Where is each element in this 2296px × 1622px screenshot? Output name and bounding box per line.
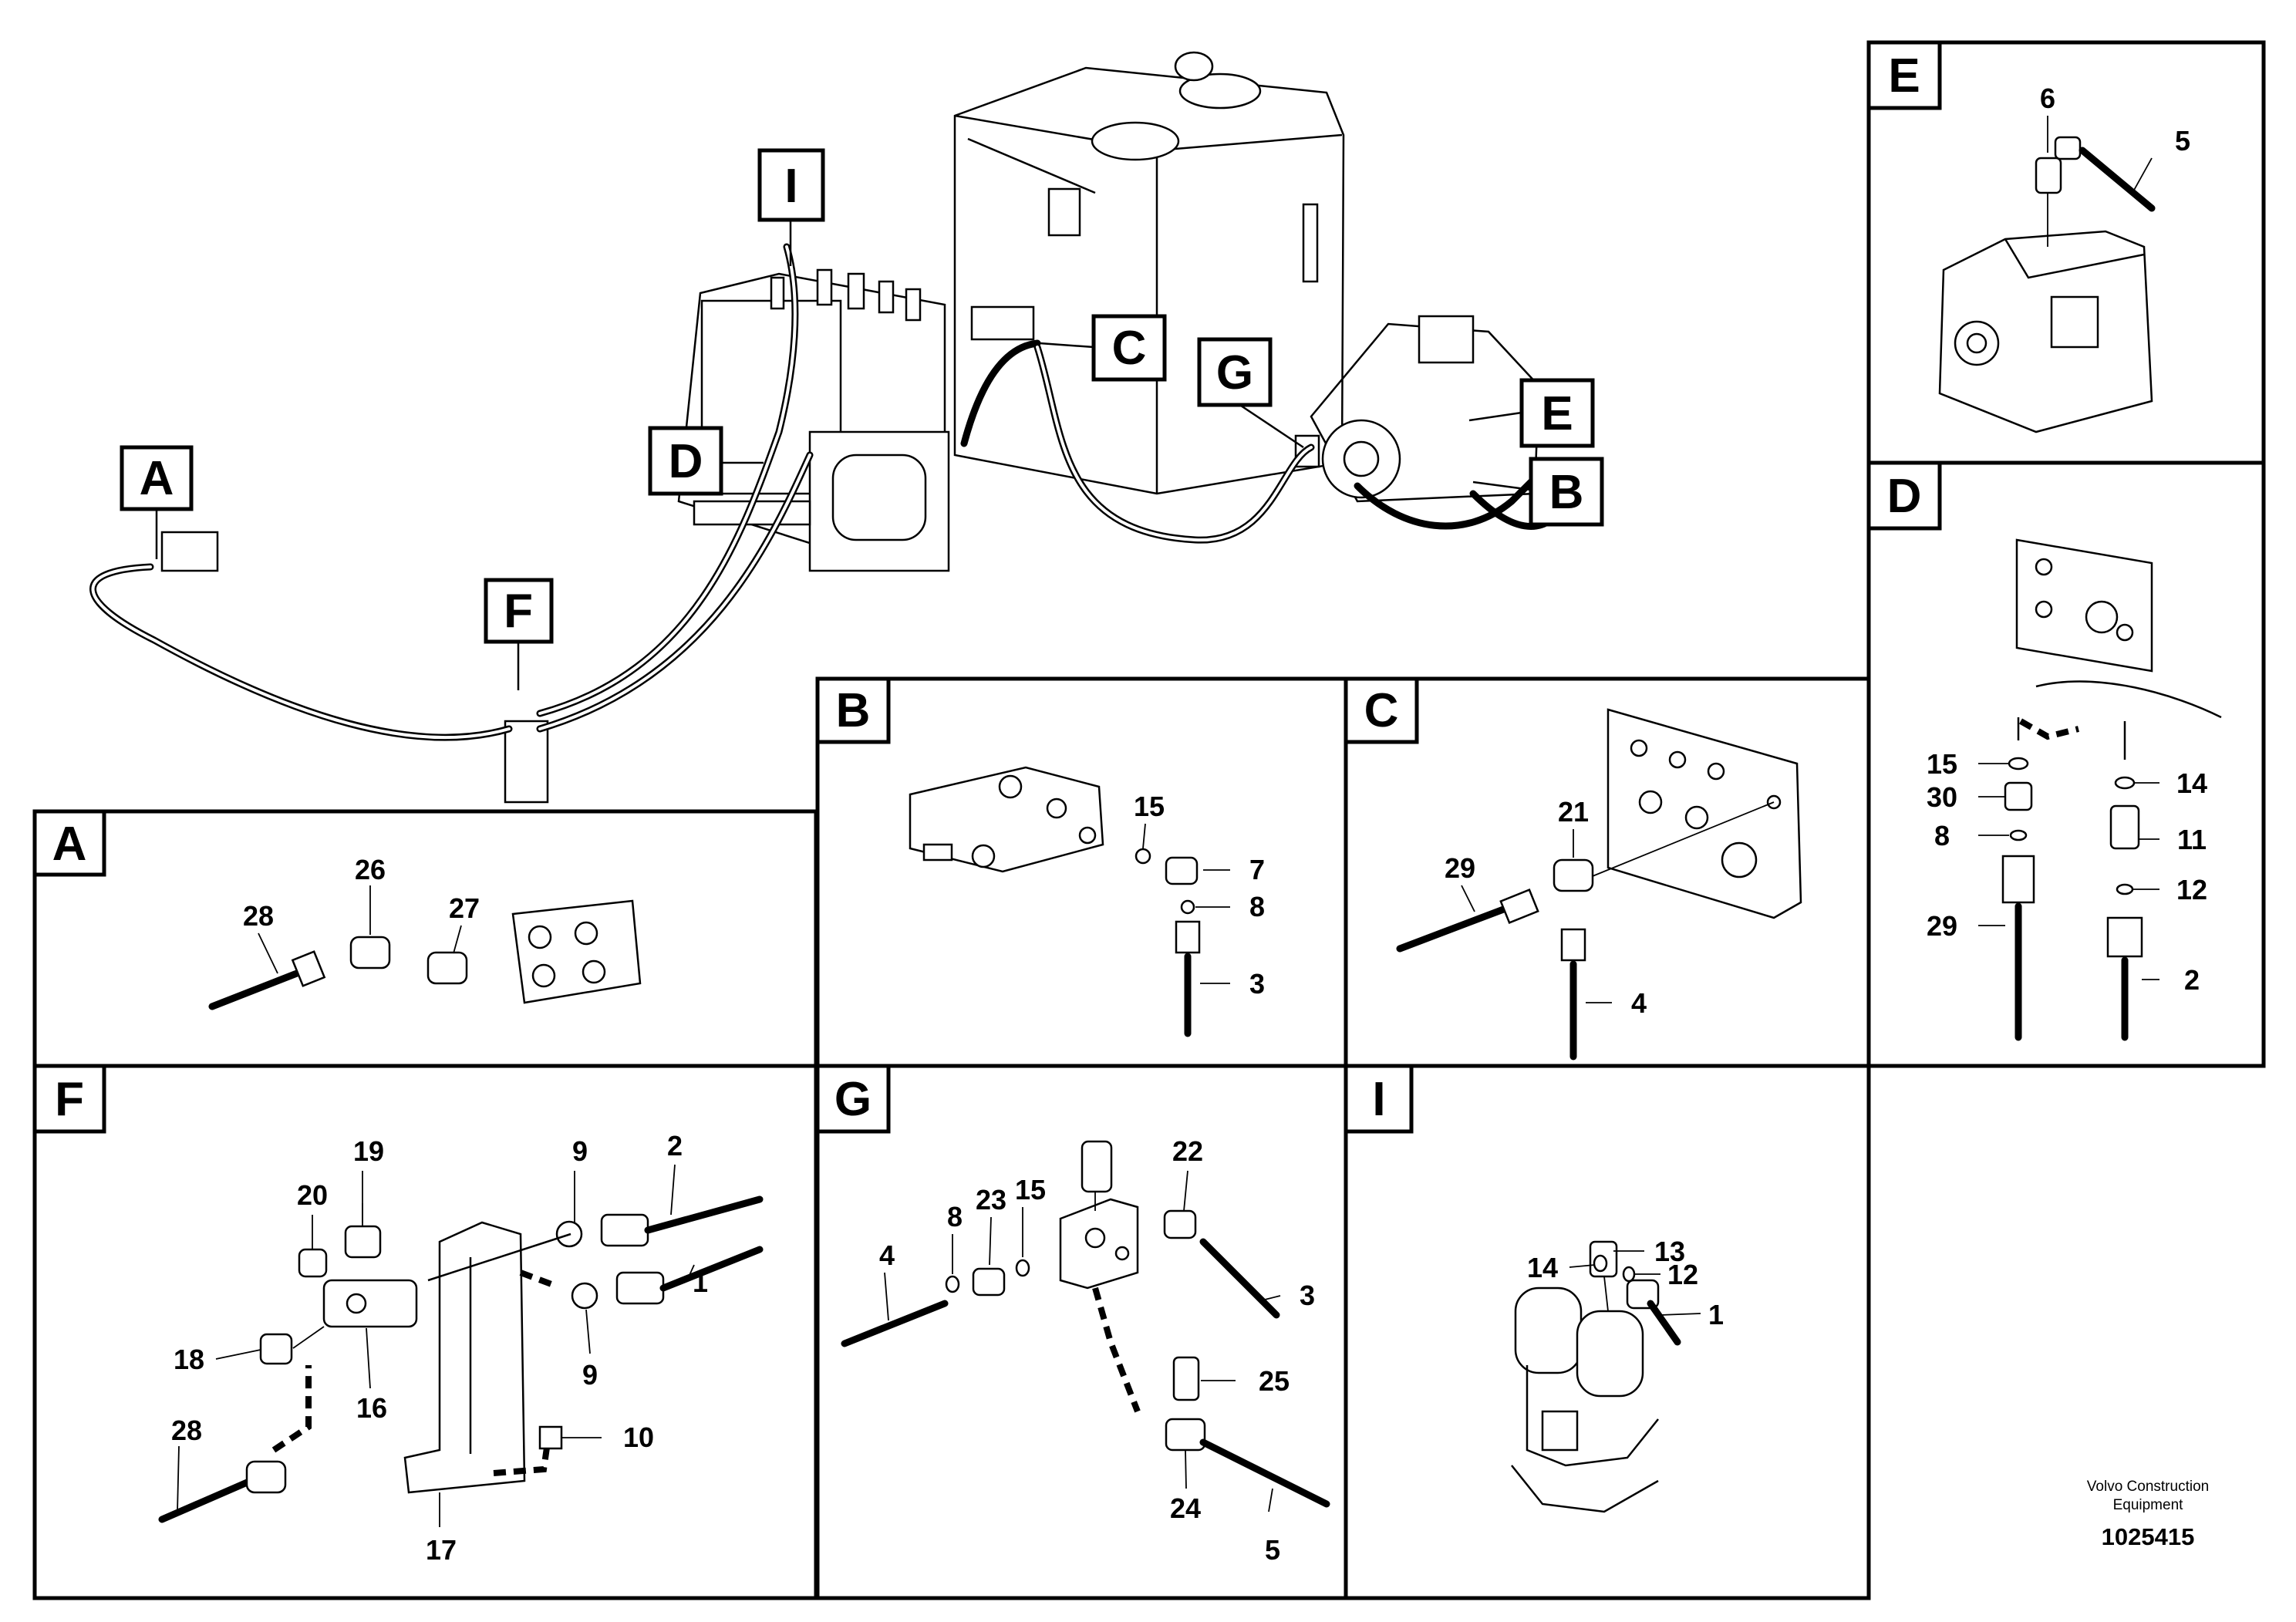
hose-bracket bbox=[504, 720, 549, 804]
svg-text:A: A bbox=[140, 452, 174, 505]
svg-text:2: 2 bbox=[2184, 964, 2200, 996]
overview-callout-D[interactable]: D bbox=[648, 426, 723, 496]
control-valve-block bbox=[677, 268, 950, 572]
svg-text:13: 13 bbox=[1654, 1236, 1685, 1267]
overview-callout-C[interactable]: C bbox=[1091, 314, 1167, 382]
main-pump bbox=[1294, 315, 1540, 503]
svg-text:D: D bbox=[1887, 470, 1922, 523]
svg-text:19: 19 bbox=[353, 1135, 384, 1167]
svg-text:1: 1 bbox=[693, 1266, 708, 1298]
detail-panel-A: A 26 27 28 bbox=[32, 809, 818, 1068]
svg-text:15: 15 bbox=[1927, 748, 1957, 780]
svg-text:7: 7 bbox=[1249, 854, 1265, 885]
svg-text:22: 22 bbox=[1172, 1135, 1203, 1167]
svg-text:16: 16 bbox=[356, 1392, 387, 1424]
svg-text:I: I bbox=[784, 160, 797, 213]
svg-text:F: F bbox=[55, 1073, 84, 1126]
svg-text:12: 12 bbox=[2176, 874, 2207, 905]
svg-text:12: 12 bbox=[1667, 1259, 1698, 1290]
svg-text:28: 28 bbox=[171, 1415, 202, 1446]
svg-text:10: 10 bbox=[623, 1421, 654, 1453]
svg-text:18: 18 bbox=[174, 1344, 204, 1375]
pilot-block bbox=[160, 531, 219, 572]
svg-text:E: E bbox=[1541, 387, 1573, 440]
svg-text:8: 8 bbox=[947, 1201, 963, 1233]
svg-text:A: A bbox=[52, 818, 87, 871]
detail-panel-E: E 6 5 bbox=[1866, 40, 2266, 465]
svg-text:8: 8 bbox=[1934, 820, 1950, 851]
publisher-credit: Volvo Construction Equipment 1025415 bbox=[2087, 1479, 2209, 1550]
svg-text:24: 24 bbox=[1170, 1492, 1201, 1524]
overview-callout-B[interactable]: B bbox=[1529, 457, 1604, 527]
detail-panel-D: D 15 30 8 29 14 11 12 2 bbox=[1866, 460, 2266, 1068]
svg-text:20: 20 bbox=[297, 1179, 328, 1211]
svg-text:30: 30 bbox=[1927, 781, 1957, 813]
svg-text:11: 11 bbox=[2177, 824, 2207, 855]
svg-text:C: C bbox=[1112, 322, 1147, 375]
svg-text:25: 25 bbox=[1259, 1365, 1290, 1397]
overview-illustration bbox=[89, 51, 1569, 804]
svg-text:3: 3 bbox=[1249, 968, 1265, 1000]
svg-text:5: 5 bbox=[2175, 125, 2190, 157]
svg-text:6: 6 bbox=[2040, 83, 2055, 114]
svg-text:9: 9 bbox=[572, 1135, 588, 1167]
svg-text:9: 9 bbox=[582, 1359, 598, 1391]
svg-text:8: 8 bbox=[1249, 891, 1265, 922]
detail-panel-B: B 15 7 8 3 bbox=[815, 676, 1348, 1068]
svg-text:F: F bbox=[504, 585, 533, 638]
svg-text:2: 2 bbox=[667, 1130, 683, 1162]
svg-text:28: 28 bbox=[243, 900, 274, 932]
detail-panel-F: F 19 20 9 2 9 bbox=[32, 1064, 818, 1600]
svg-text:E: E bbox=[1888, 49, 1920, 103]
svg-text:B: B bbox=[1549, 466, 1584, 519]
svg-text:3: 3 bbox=[1300, 1280, 1315, 1311]
svg-text:D: D bbox=[669, 435, 703, 488]
svg-text:15: 15 bbox=[1134, 791, 1165, 822]
overview-callout-A[interactable]: A bbox=[120, 445, 194, 511]
overview-callout-E[interactable]: E bbox=[1519, 378, 1595, 448]
detail-panel-C: C 21 29 4 bbox=[1344, 676, 1871, 1068]
svg-text:14: 14 bbox=[1527, 1252, 1558, 1283]
svg-text:29: 29 bbox=[1445, 852, 1475, 884]
overview-callout-F[interactable]: F bbox=[484, 578, 554, 644]
svg-text:26: 26 bbox=[355, 854, 386, 885]
svg-text:29: 29 bbox=[1927, 910, 1957, 942]
overview-callout-I[interactable]: I bbox=[757, 148, 825, 222]
svg-text:1: 1 bbox=[1708, 1299, 1724, 1330]
svg-text:23: 23 bbox=[976, 1184, 1006, 1216]
svg-text:B: B bbox=[836, 684, 871, 737]
svg-text:4: 4 bbox=[1631, 987, 1647, 1019]
svg-text:I: I bbox=[1372, 1073, 1385, 1126]
svg-text:5: 5 bbox=[1265, 1534, 1280, 1566]
detail-panel-I: I 13 14 12 1 bbox=[1344, 1064, 1871, 1600]
svg-text:17: 17 bbox=[426, 1534, 457, 1566]
svg-text:Volvo Construction: Volvo Construction bbox=[2087, 1479, 2209, 1495]
svg-text:C: C bbox=[1364, 684, 1399, 737]
svg-text:21: 21 bbox=[1558, 796, 1589, 828]
svg-text:G: G bbox=[834, 1073, 872, 1126]
detail-panel-G: G 22 23 15 8 4 3 25 24 5 bbox=[815, 1064, 1348, 1600]
svg-text:15: 15 bbox=[1015, 1174, 1046, 1206]
svg-text:4: 4 bbox=[879, 1239, 895, 1271]
hydraulic-tank bbox=[953, 51, 1345, 495]
overview-callout-G[interactable]: G bbox=[1197, 337, 1273, 407]
document-number: 1025415 bbox=[2102, 1523, 2195, 1550]
svg-text:27: 27 bbox=[449, 892, 480, 924]
svg-text:14: 14 bbox=[2176, 767, 2207, 799]
svg-text:Equipment: Equipment bbox=[2113, 1497, 2184, 1513]
svg-text:G: G bbox=[1216, 346, 1253, 400]
